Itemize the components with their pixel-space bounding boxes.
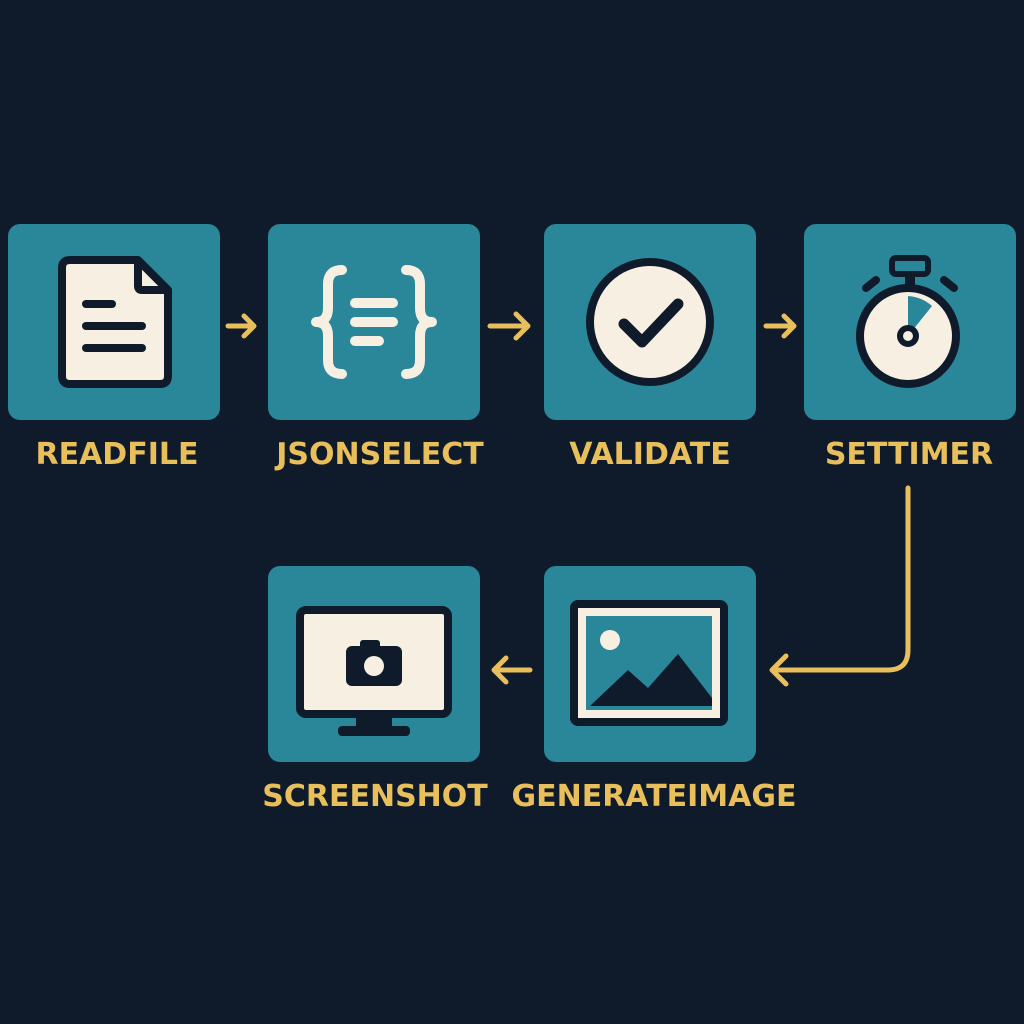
image-icon — [570, 600, 728, 726]
checkmark-circle-icon — [586, 258, 714, 386]
monitor-camera-icon — [296, 606, 452, 736]
validate-label: VALIDATE — [569, 437, 731, 472]
arrow-readfile-to-jsonselect — [225, 313, 257, 339]
validate-node — [544, 224, 756, 420]
settimer-node — [804, 224, 1016, 420]
generateimage-node — [544, 566, 756, 762]
arrow-jsonselect-to-validate — [487, 311, 531, 341]
arrow-validate-to-settimer — [763, 313, 797, 339]
stopwatch-icon — [856, 255, 960, 388]
readfile-node — [8, 224, 220, 420]
arrow-settimer-to-generateimage — [769, 485, 911, 687]
jsonselect-label: JSONSELECT — [276, 437, 484, 472]
arrow-generateimage-to-screenshot — [491, 655, 533, 685]
generateimage-label: GENERATEIMAGE — [511, 779, 797, 814]
settimer-label: SETTIMER — [824, 437, 994, 472]
screenshot-label: SCREENSHOT — [262, 779, 488, 814]
json-braces-icon — [311, 265, 437, 379]
jsonselect-node — [268, 224, 480, 420]
screenshot-node — [268, 566, 480, 762]
readfile-label: READFILE — [35, 437, 199, 472]
document-icon — [58, 256, 172, 388]
